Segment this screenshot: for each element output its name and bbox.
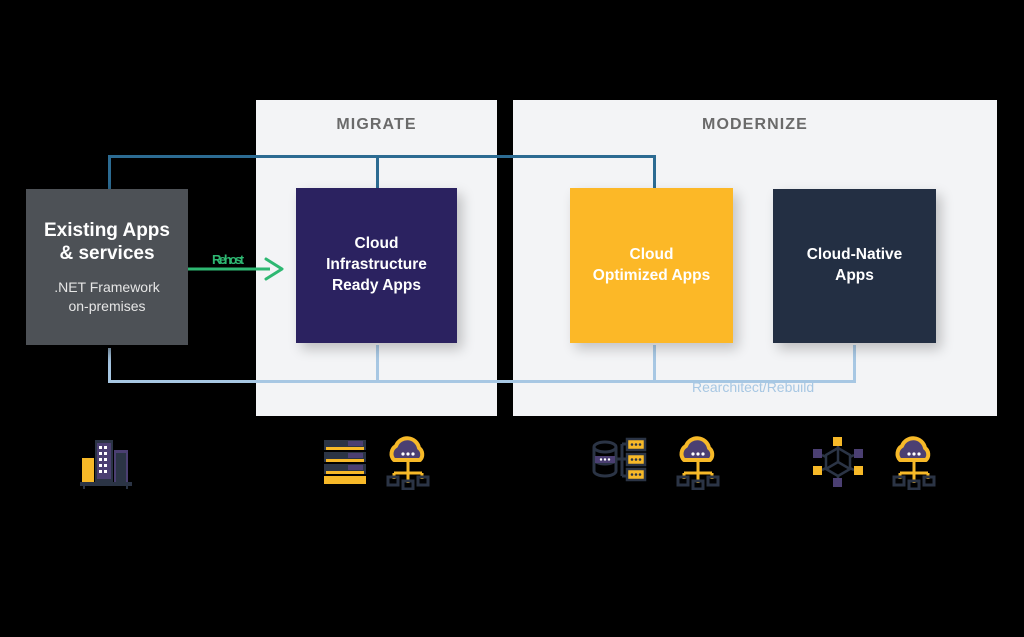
cir-line3: Ready Apps — [331, 276, 421, 294]
box-existing-apps-title-line2: & services — [59, 243, 155, 265]
connector-top-drop-existing — [108, 155, 111, 191]
connector-top-drop-cloud-infra — [376, 155, 379, 189]
box-cloud-optimized-apps-title: Cloud Optimized Apps — [593, 245, 710, 287]
box-cloud-infrastructure-ready-apps-title: Cloud Infrastructure Ready Apps — [326, 234, 427, 297]
server-rack-icon — [324, 440, 366, 484]
box-existing-apps-subtitle-line1: .NET Framework — [54, 279, 160, 296]
microservices-mesh-icon — [813, 437, 863, 487]
box-cloud-native-apps-title: Cloud-Native Apps — [807, 245, 903, 287]
box-existing-apps-title: Existing Apps & services — [44, 219, 170, 265]
cir-line2: Infrastructure — [326, 256, 427, 274]
box-existing-apps-subtitle: .NET Framework on-premises — [54, 278, 160, 314]
cloud-network-icon — [676, 436, 720, 490]
box-existing-apps[interactable]: Existing Apps & services .NET Framework … — [26, 189, 188, 345]
rearchitect-rebuild-label: Rearchitect/Rebuild — [692, 379, 815, 395]
database-server-icon — [592, 437, 647, 482]
box-cloud-native-apps[interactable]: Cloud-Native Apps — [773, 189, 936, 343]
cnative-line1: Cloud-Native — [806, 246, 903, 264]
copt-line2: Optimized Apps — [592, 266, 711, 284]
connector-bottom-drop-cloud-native — [853, 345, 856, 383]
connector-top-horizontal — [108, 155, 656, 158]
on-premises-building-icon — [80, 440, 132, 489]
rehost-arrow-icon — [188, 257, 284, 281]
cloud-network-icon — [892, 436, 936, 490]
box-cloud-optimized-apps[interactable]: Cloud Optimized Apps — [570, 188, 733, 343]
connector-bottom-drop-cloud-infra — [376, 345, 379, 383]
box-existing-apps-title-line1: Existing Apps — [44, 220, 170, 242]
box-cloud-infrastructure-ready-apps[interactable]: Cloud Infrastructure Ready Apps — [296, 188, 457, 343]
box-existing-apps-subtitle-line2: on-premises — [68, 297, 146, 314]
cloud-network-icon — [386, 436, 430, 490]
panel-modernize-title: MODERNIZE — [702, 116, 808, 133]
copt-line1: Cloud — [629, 245, 674, 263]
connector-bottom-horizontal — [108, 380, 856, 383]
connector-top-drop-cloud-optimized — [653, 155, 656, 189]
cnative-line2: Apps — [835, 267, 874, 284]
cir-line1: Cloud — [354, 235, 399, 253]
connector-bottom-drop-existing — [108, 348, 111, 383]
panel-migrate-title: MIGRATE — [336, 116, 417, 133]
rehost-label: Rehost — [212, 252, 244, 267]
connector-bottom-drop-cloud-optimized — [653, 345, 656, 383]
